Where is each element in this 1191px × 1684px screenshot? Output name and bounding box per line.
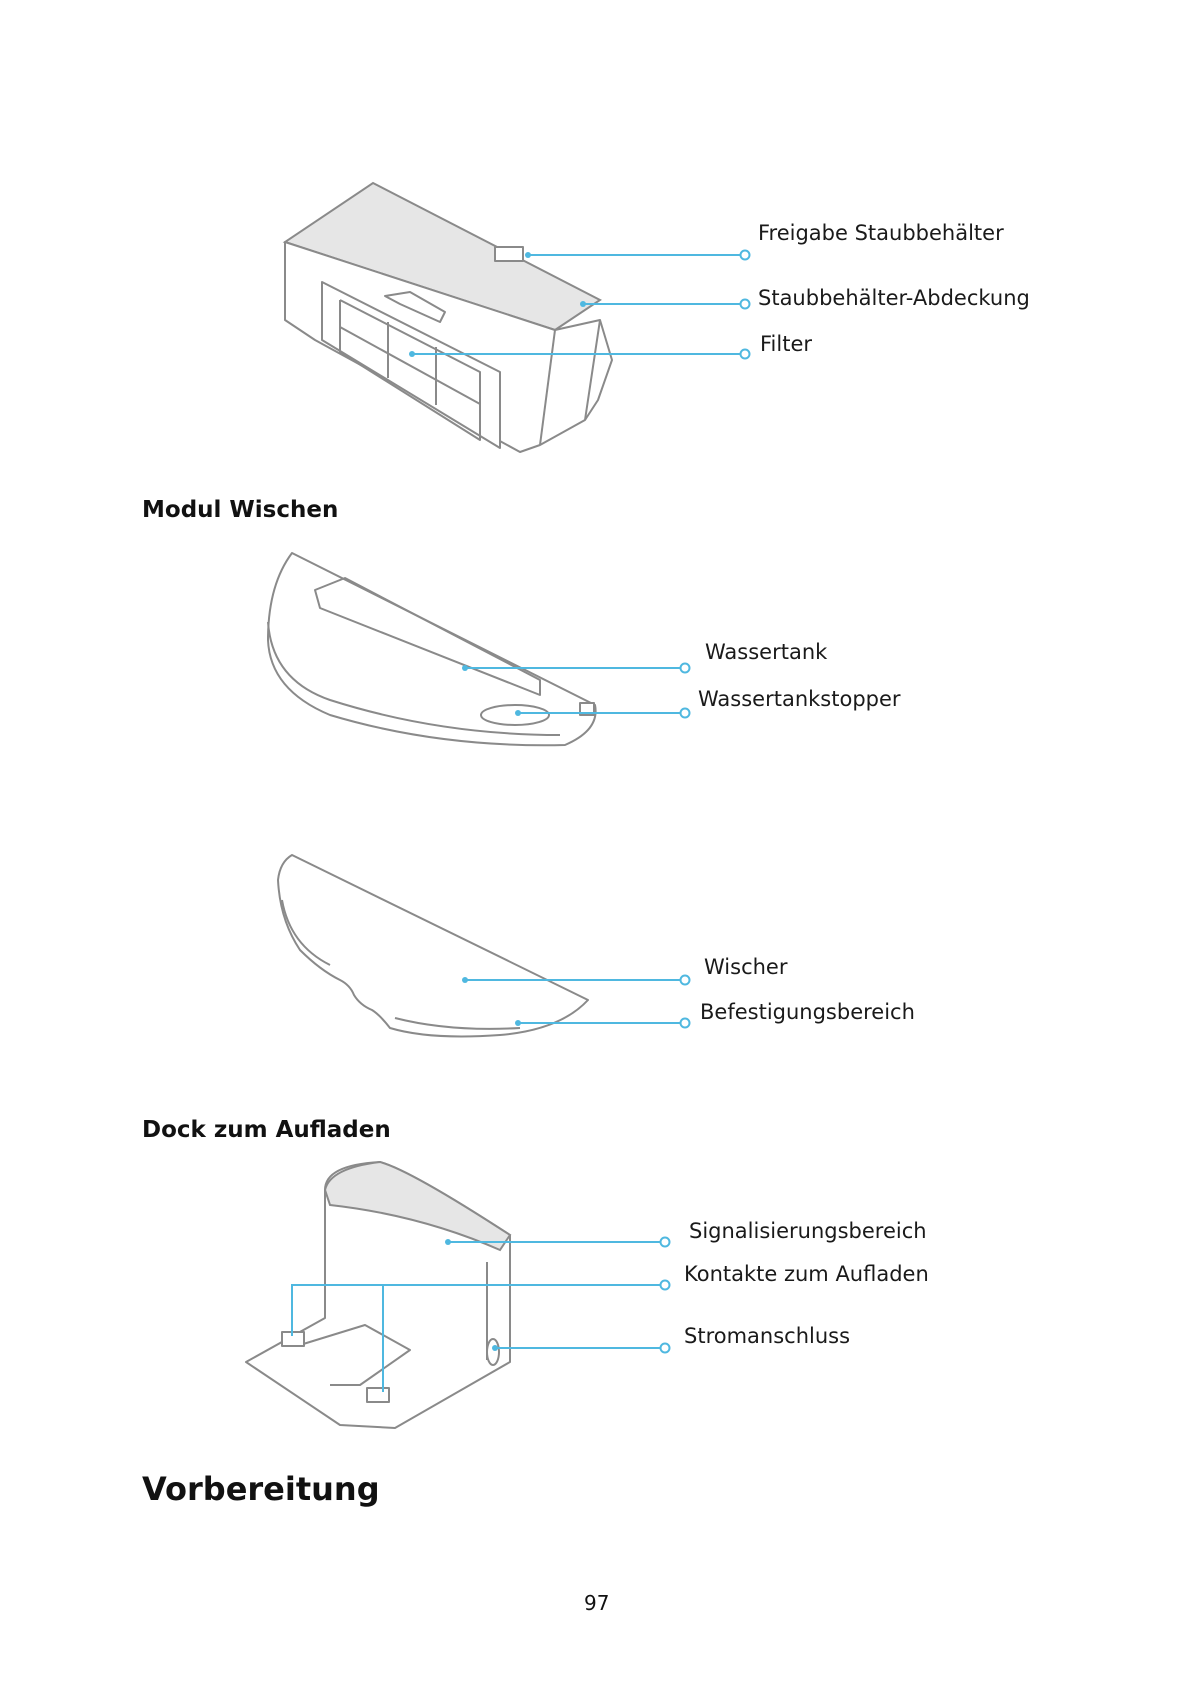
leader-anchor (515, 1020, 521, 1026)
label-power-port: Stromanschluss (684, 1324, 850, 1348)
leader-end (661, 1344, 670, 1353)
mop-body (278, 855, 588, 1036)
leader-anchor (462, 665, 468, 671)
label-signal-area: Signalisierungsbereich (689, 1219, 927, 1243)
page-number: 97 (584, 1591, 609, 1615)
label-water-tank-stopper: Wassertankstopper (698, 687, 901, 711)
leader-end (681, 1019, 690, 1028)
label-attachment-area: Befestigungsbereich (700, 1000, 915, 1024)
label-mop: Wischer (704, 955, 788, 979)
label-dustbin-cover: Staubbehälter-Abdeckung (758, 286, 1030, 310)
mop-illustration (278, 855, 588, 1036)
dock-contact-right (367, 1388, 389, 1402)
label-charging-contacts: Kontakte zum Aufladen (684, 1262, 929, 1286)
leader-anchor (445, 1239, 451, 1245)
leader-anchor (515, 710, 521, 716)
label-dustbin-release: Freigabe Staubbehälter (758, 221, 1004, 245)
label-water-tank: Wassertank (705, 640, 827, 664)
leader-anchor (525, 252, 531, 258)
leader-end (681, 664, 690, 673)
leader-end (661, 1281, 670, 1290)
leader-anchor (409, 351, 415, 357)
section-title-mop-module: Modul Wischen (142, 497, 338, 523)
leader-end (661, 1238, 670, 1247)
water-tank-illustration (268, 553, 596, 745)
water-tank-stopper (481, 705, 549, 725)
leader-end (741, 350, 750, 359)
dock-power-port (487, 1339, 499, 1365)
leader-anchor (580, 301, 586, 307)
dock-illustration (246, 1162, 510, 1428)
section-title-dock: Dock zum Aufladen (142, 1117, 391, 1143)
leader-end (741, 300, 750, 309)
leader-end (741, 251, 750, 260)
label-filter: Filter (760, 332, 812, 356)
leader-anchor (462, 977, 468, 983)
section-title-preparation: Vorbereitung (142, 1470, 380, 1508)
dustbin-release-button (495, 247, 523, 261)
leader-end (681, 976, 690, 985)
leader-anchor (492, 1345, 498, 1351)
leader-end (681, 709, 690, 718)
dustbin-illustration (285, 183, 612, 452)
